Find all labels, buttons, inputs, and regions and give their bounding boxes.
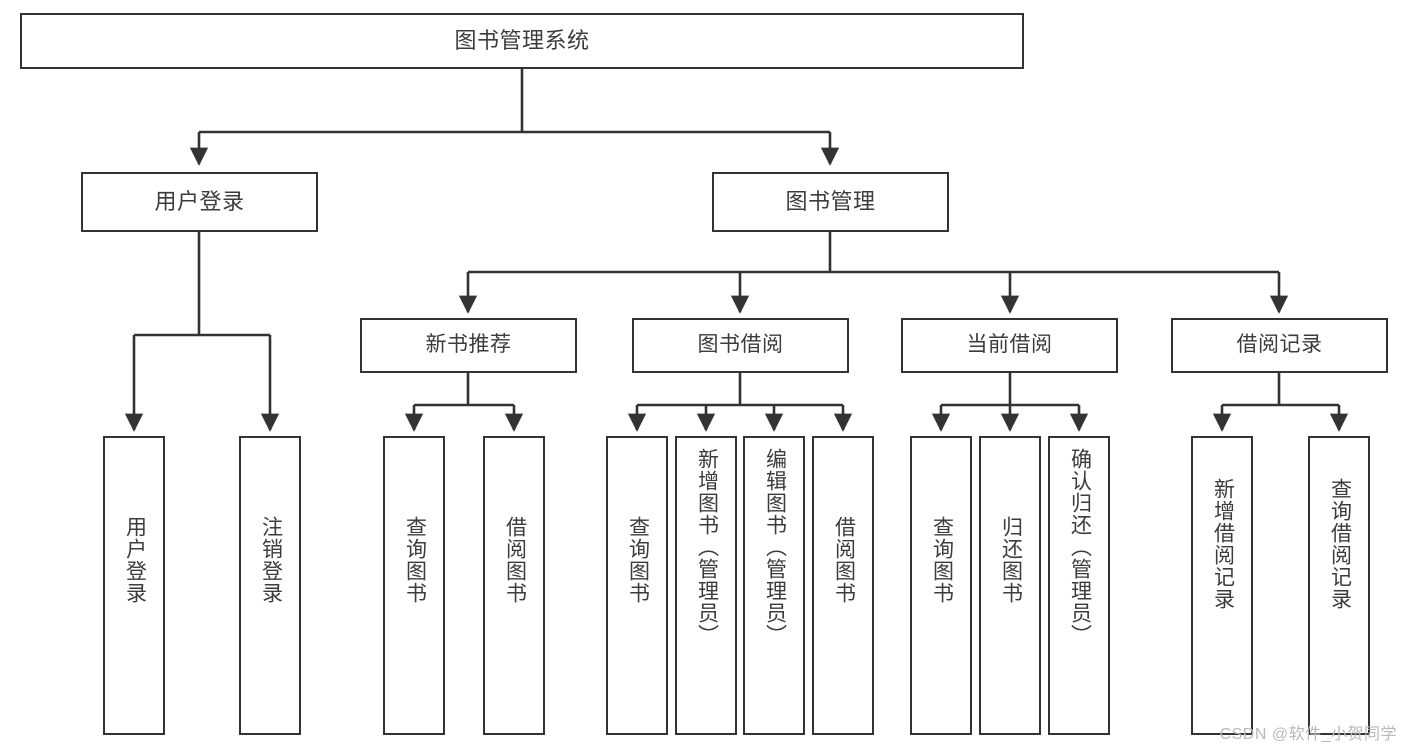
leaf-book-borrow-3[interactable]: 编辑图书（管理员） — [743, 436, 805, 735]
leaf-current-borrow-2[interactable]: 归还图书 — [979, 436, 1041, 735]
node-new-book-recommend-label: 新书推荐 — [425, 333, 512, 357]
node-book-borrow[interactable]: 图书借阅 — [632, 318, 849, 373]
node-user-login[interactable]: 用户登录 — [81, 172, 318, 232]
leaf-user-login-1[interactable]: 用户登录 — [103, 436, 165, 735]
node-current-borrow[interactable]: 当前借阅 — [901, 318, 1118, 373]
node-borrow-record[interactable]: 借阅记录 — [1171, 318, 1388, 373]
leaf-book-borrow-2-label: 新增图书（管理员） — [695, 448, 719, 646]
leaf-current-borrow-3-label: 确认归还（管理员） — [1068, 448, 1092, 646]
node-borrow-record-label: 借阅记录 — [1236, 333, 1323, 357]
leaf-user-login-2[interactable]: 注销登录 — [239, 436, 301, 735]
leaf-user-login-1-label: 用户登录 — [123, 516, 147, 604]
node-current-borrow-label: 当前借阅 — [966, 333, 1053, 357]
leaf-borrow-record-2[interactable]: 查询借阅记录 — [1308, 436, 1370, 735]
leaf-book-borrow-1-label: 查询图书 — [626, 516, 650, 604]
leaf-new-book-1-label: 查询图书 — [403, 516, 427, 604]
node-book-management-label: 图书管理 — [785, 189, 876, 215]
watermark-text: CSDN @软件_小贺同学 — [1219, 726, 1397, 743]
leaf-book-borrow-4[interactable]: 借阅图书 — [812, 436, 874, 735]
leaf-book-borrow-1[interactable]: 查询图书 — [606, 436, 668, 735]
leaf-book-borrow-4-label: 借阅图书 — [832, 516, 856, 604]
node-new-book-recommend[interactable]: 新书推荐 — [360, 318, 577, 373]
leaf-new-book-2-label: 借阅图书 — [503, 516, 527, 604]
leaf-borrow-record-1-label: 新增借阅记录 — [1211, 478, 1235, 610]
leaf-user-login-2-label: 注销登录 — [259, 516, 283, 604]
leaf-borrow-record-1[interactable]: 新增借阅记录 — [1191, 436, 1253, 735]
leaf-new-book-2[interactable]: 借阅图书 — [483, 436, 545, 735]
leaf-book-borrow-2[interactable]: 新增图书（管理员） — [675, 436, 737, 735]
node-user-login-label: 用户登录 — [154, 189, 245, 215]
leaf-book-borrow-3-label: 编辑图书（管理员） — [763, 448, 787, 646]
leaf-new-book-1[interactable]: 查询图书 — [383, 436, 445, 735]
leaf-current-borrow-1[interactable]: 查询图书 — [910, 436, 972, 735]
leaf-borrow-record-2-label: 查询借阅记录 — [1328, 478, 1352, 610]
leaf-current-borrow-2-label: 归还图书 — [999, 516, 1023, 604]
node-root[interactable]: 图书管理系统 — [20, 13, 1024, 69]
leaf-current-borrow-1-label: 查询图书 — [930, 516, 954, 604]
node-root-label: 图书管理系统 — [454, 28, 590, 54]
node-book-management[interactable]: 图书管理 — [712, 172, 949, 232]
leaf-current-borrow-3[interactable]: 确认归还（管理员） — [1048, 436, 1110, 735]
node-book-borrow-label: 图书借阅 — [697, 333, 784, 357]
